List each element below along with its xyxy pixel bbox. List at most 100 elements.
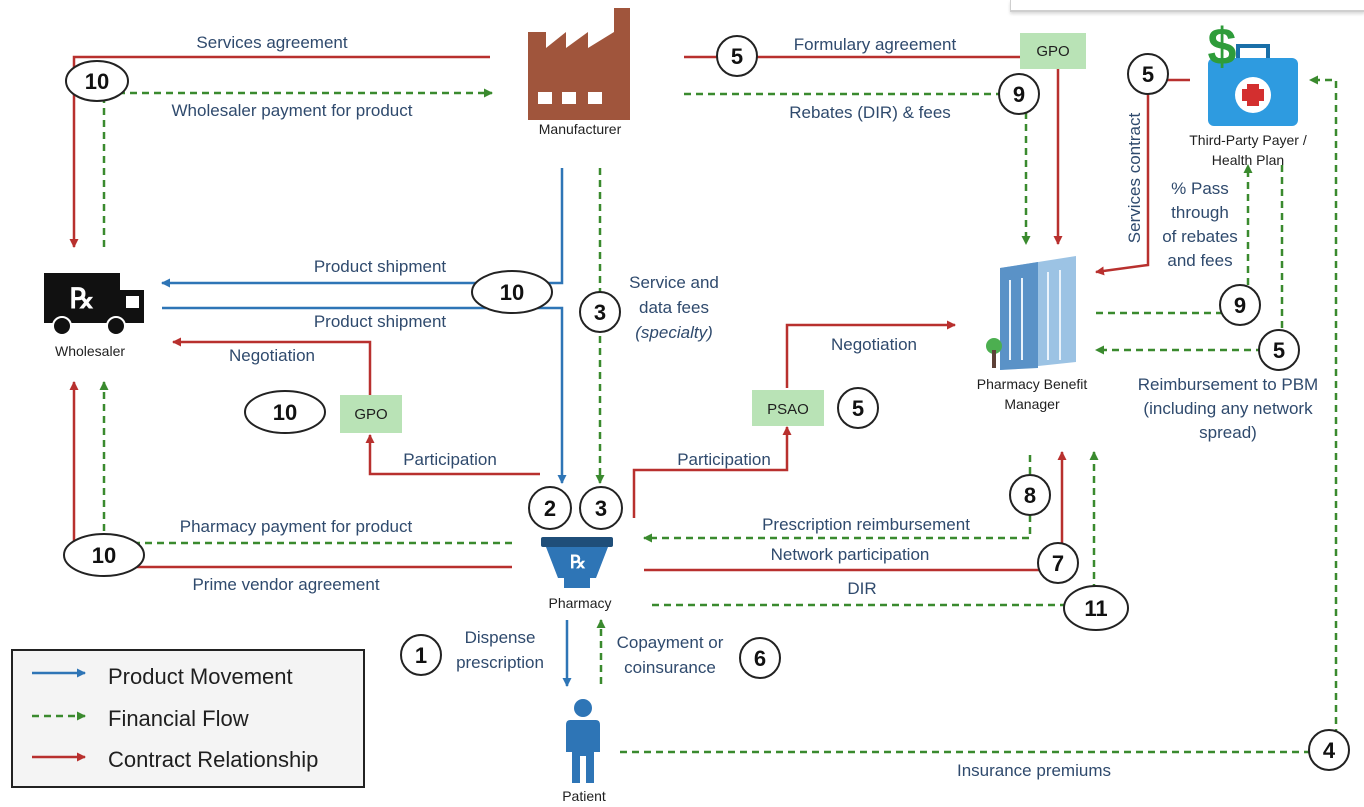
step-10-services: 10 xyxy=(65,60,129,102)
step-8-prescription-reimbursement: 8 xyxy=(1009,474,1051,516)
pbm-label-line1: Pharmacy Benefit xyxy=(977,376,1088,392)
step-2-pharmacy: 2 xyxy=(528,486,572,530)
svg-text:GPO: GPO xyxy=(354,406,387,423)
mortar-icon: ℞ xyxy=(541,537,613,588)
product-shipment-line-1 xyxy=(161,168,564,288)
corner-panel xyxy=(1010,0,1364,12)
legend-contract-label: Contract Relationship xyxy=(108,747,318,772)
legend: Product Movement Financial Flow Contract… xyxy=(11,649,365,788)
pharmacy-payment-label: Pharmacy payment for product xyxy=(180,517,413,536)
insurance-premiums-label: Insurance premiums xyxy=(957,761,1111,780)
truck-icon: ℞ xyxy=(44,273,144,336)
rebates-label: Rebates (DIR) & fees xyxy=(789,103,951,122)
gpo-top-box: GPO xyxy=(1020,33,1086,69)
step-9-rebates: 9 xyxy=(998,73,1040,115)
svg-text:3: 3 xyxy=(595,496,607,521)
payer-label-line1: Third-Party Payer / xyxy=(1189,132,1307,148)
dispense-label-line2: prescription xyxy=(456,653,544,672)
building-icon xyxy=(986,256,1076,370)
step-5-services-contract: 5 xyxy=(1127,53,1169,95)
svg-text:℞: ℞ xyxy=(69,284,94,315)
formulary-agreement-label: Formulary agreement xyxy=(794,35,957,54)
step-10-shipment: 10 xyxy=(471,270,553,314)
pharmacy-label: Pharmacy xyxy=(548,595,611,611)
svg-text:9: 9 xyxy=(1234,293,1246,318)
factory-icon xyxy=(528,8,630,120)
negotiation-right-line xyxy=(785,320,956,388)
negotiation-left-line xyxy=(172,337,372,395)
product-shipment-line-2 xyxy=(162,306,567,484)
prime-vendor-label: Prime vendor agreement xyxy=(192,575,379,594)
svg-text:5: 5 xyxy=(1273,338,1285,363)
legend-product-label: Product Movement xyxy=(108,664,293,689)
step-5-reimbursement: 5 xyxy=(1258,329,1300,371)
gpo-mid-box: GPO xyxy=(340,395,402,433)
negotiation-right-label: Negotiation xyxy=(831,335,917,354)
participation-left-line xyxy=(365,434,540,476)
payer-label-line2: Health Plan xyxy=(1212,152,1284,168)
step-6-copayment: 6 xyxy=(739,637,781,679)
svg-text:10: 10 xyxy=(273,400,297,425)
wholesaler-payment-label: Wholesaler payment for product xyxy=(172,101,413,120)
step-5-psao: 5 xyxy=(837,387,879,429)
services-contract-label: Services contract xyxy=(1125,113,1144,244)
svg-text:GPO: GPO xyxy=(1036,43,1069,60)
negotiation-left-label: Negotiation xyxy=(229,346,315,365)
pass-through-label-line1: % Pass xyxy=(1171,179,1229,198)
prescription-reimbursement-label: Prescription reimbursement xyxy=(762,515,970,534)
step-5-formulary: 5 xyxy=(716,35,758,77)
pass-through-line xyxy=(1096,164,1253,315)
svg-text:5: 5 xyxy=(731,44,743,69)
services-agreement-line xyxy=(69,55,490,248)
svg-text:5: 5 xyxy=(1142,62,1154,87)
svg-text:9: 9 xyxy=(1013,82,1025,107)
patient-label: Patient xyxy=(562,788,606,804)
step-3-pharmacy: 3 xyxy=(579,486,623,530)
svg-text:10: 10 xyxy=(85,69,109,94)
participation-left-label: Participation xyxy=(403,450,497,469)
svg-text:4: 4 xyxy=(1323,738,1336,763)
participation-right-label: Participation xyxy=(677,450,771,469)
step-7-network-participation: 7 xyxy=(1037,542,1079,584)
dispense-label-line1: Dispense xyxy=(465,628,536,647)
svg-text:PSAO: PSAO xyxy=(767,401,809,418)
svg-text:7: 7 xyxy=(1052,551,1064,576)
legend-financial-label: Financial Flow xyxy=(108,706,249,731)
pass-through-label-line4: and fees xyxy=(1167,251,1232,270)
pass-through-label-line3: of rebates xyxy=(1162,227,1238,246)
reimbursement-label-line1: Reimbursement to PBM xyxy=(1138,375,1318,394)
service-fees-label-line2: data fees xyxy=(639,298,709,317)
svg-text:1: 1 xyxy=(415,643,427,668)
services-contract-line xyxy=(1095,78,1190,276)
network-participation-label: Network participation xyxy=(771,545,930,564)
psao-box: PSAO xyxy=(752,390,824,426)
pass-through-label-line2: through xyxy=(1171,203,1229,222)
product-shipment-label-1: Product shipment xyxy=(314,257,447,276)
wholesaler-payment-line xyxy=(102,88,493,247)
svg-text:2: 2 xyxy=(544,496,556,521)
medkit-icon xyxy=(1208,44,1298,126)
step-10-gpo: 10 xyxy=(244,390,326,434)
svg-text:5: 5 xyxy=(852,396,864,421)
reimbursement-label-line2: (including any network xyxy=(1143,399,1313,418)
svg-text:11: 11 xyxy=(1084,596,1107,621)
svg-text:10: 10 xyxy=(92,543,116,568)
copayment-label-line2: coinsurance xyxy=(624,658,716,677)
copayment-label-line1: Copayment or xyxy=(617,633,724,652)
step-11-dir: 11 xyxy=(1063,585,1129,631)
step-4-premiums: 4 xyxy=(1308,729,1350,771)
participation-right-line xyxy=(632,426,792,518)
step-3-service-fees: 3 xyxy=(579,291,621,333)
dir-label: DIR xyxy=(847,579,876,598)
product-shipment-label-2: Product shipment xyxy=(314,312,447,331)
svg-text:℞: ℞ xyxy=(570,552,586,572)
reimbursement-label-line3: spread) xyxy=(1199,423,1257,442)
wholesaler-label: Wholesaler xyxy=(55,343,125,359)
svg-text:6: 6 xyxy=(754,646,766,671)
step-9-pass-through: 9 xyxy=(1219,284,1261,326)
dollar-icon: $ xyxy=(1208,18,1237,76)
patient-icon xyxy=(566,699,600,783)
services-agreement-label: Services agreement xyxy=(196,33,347,52)
